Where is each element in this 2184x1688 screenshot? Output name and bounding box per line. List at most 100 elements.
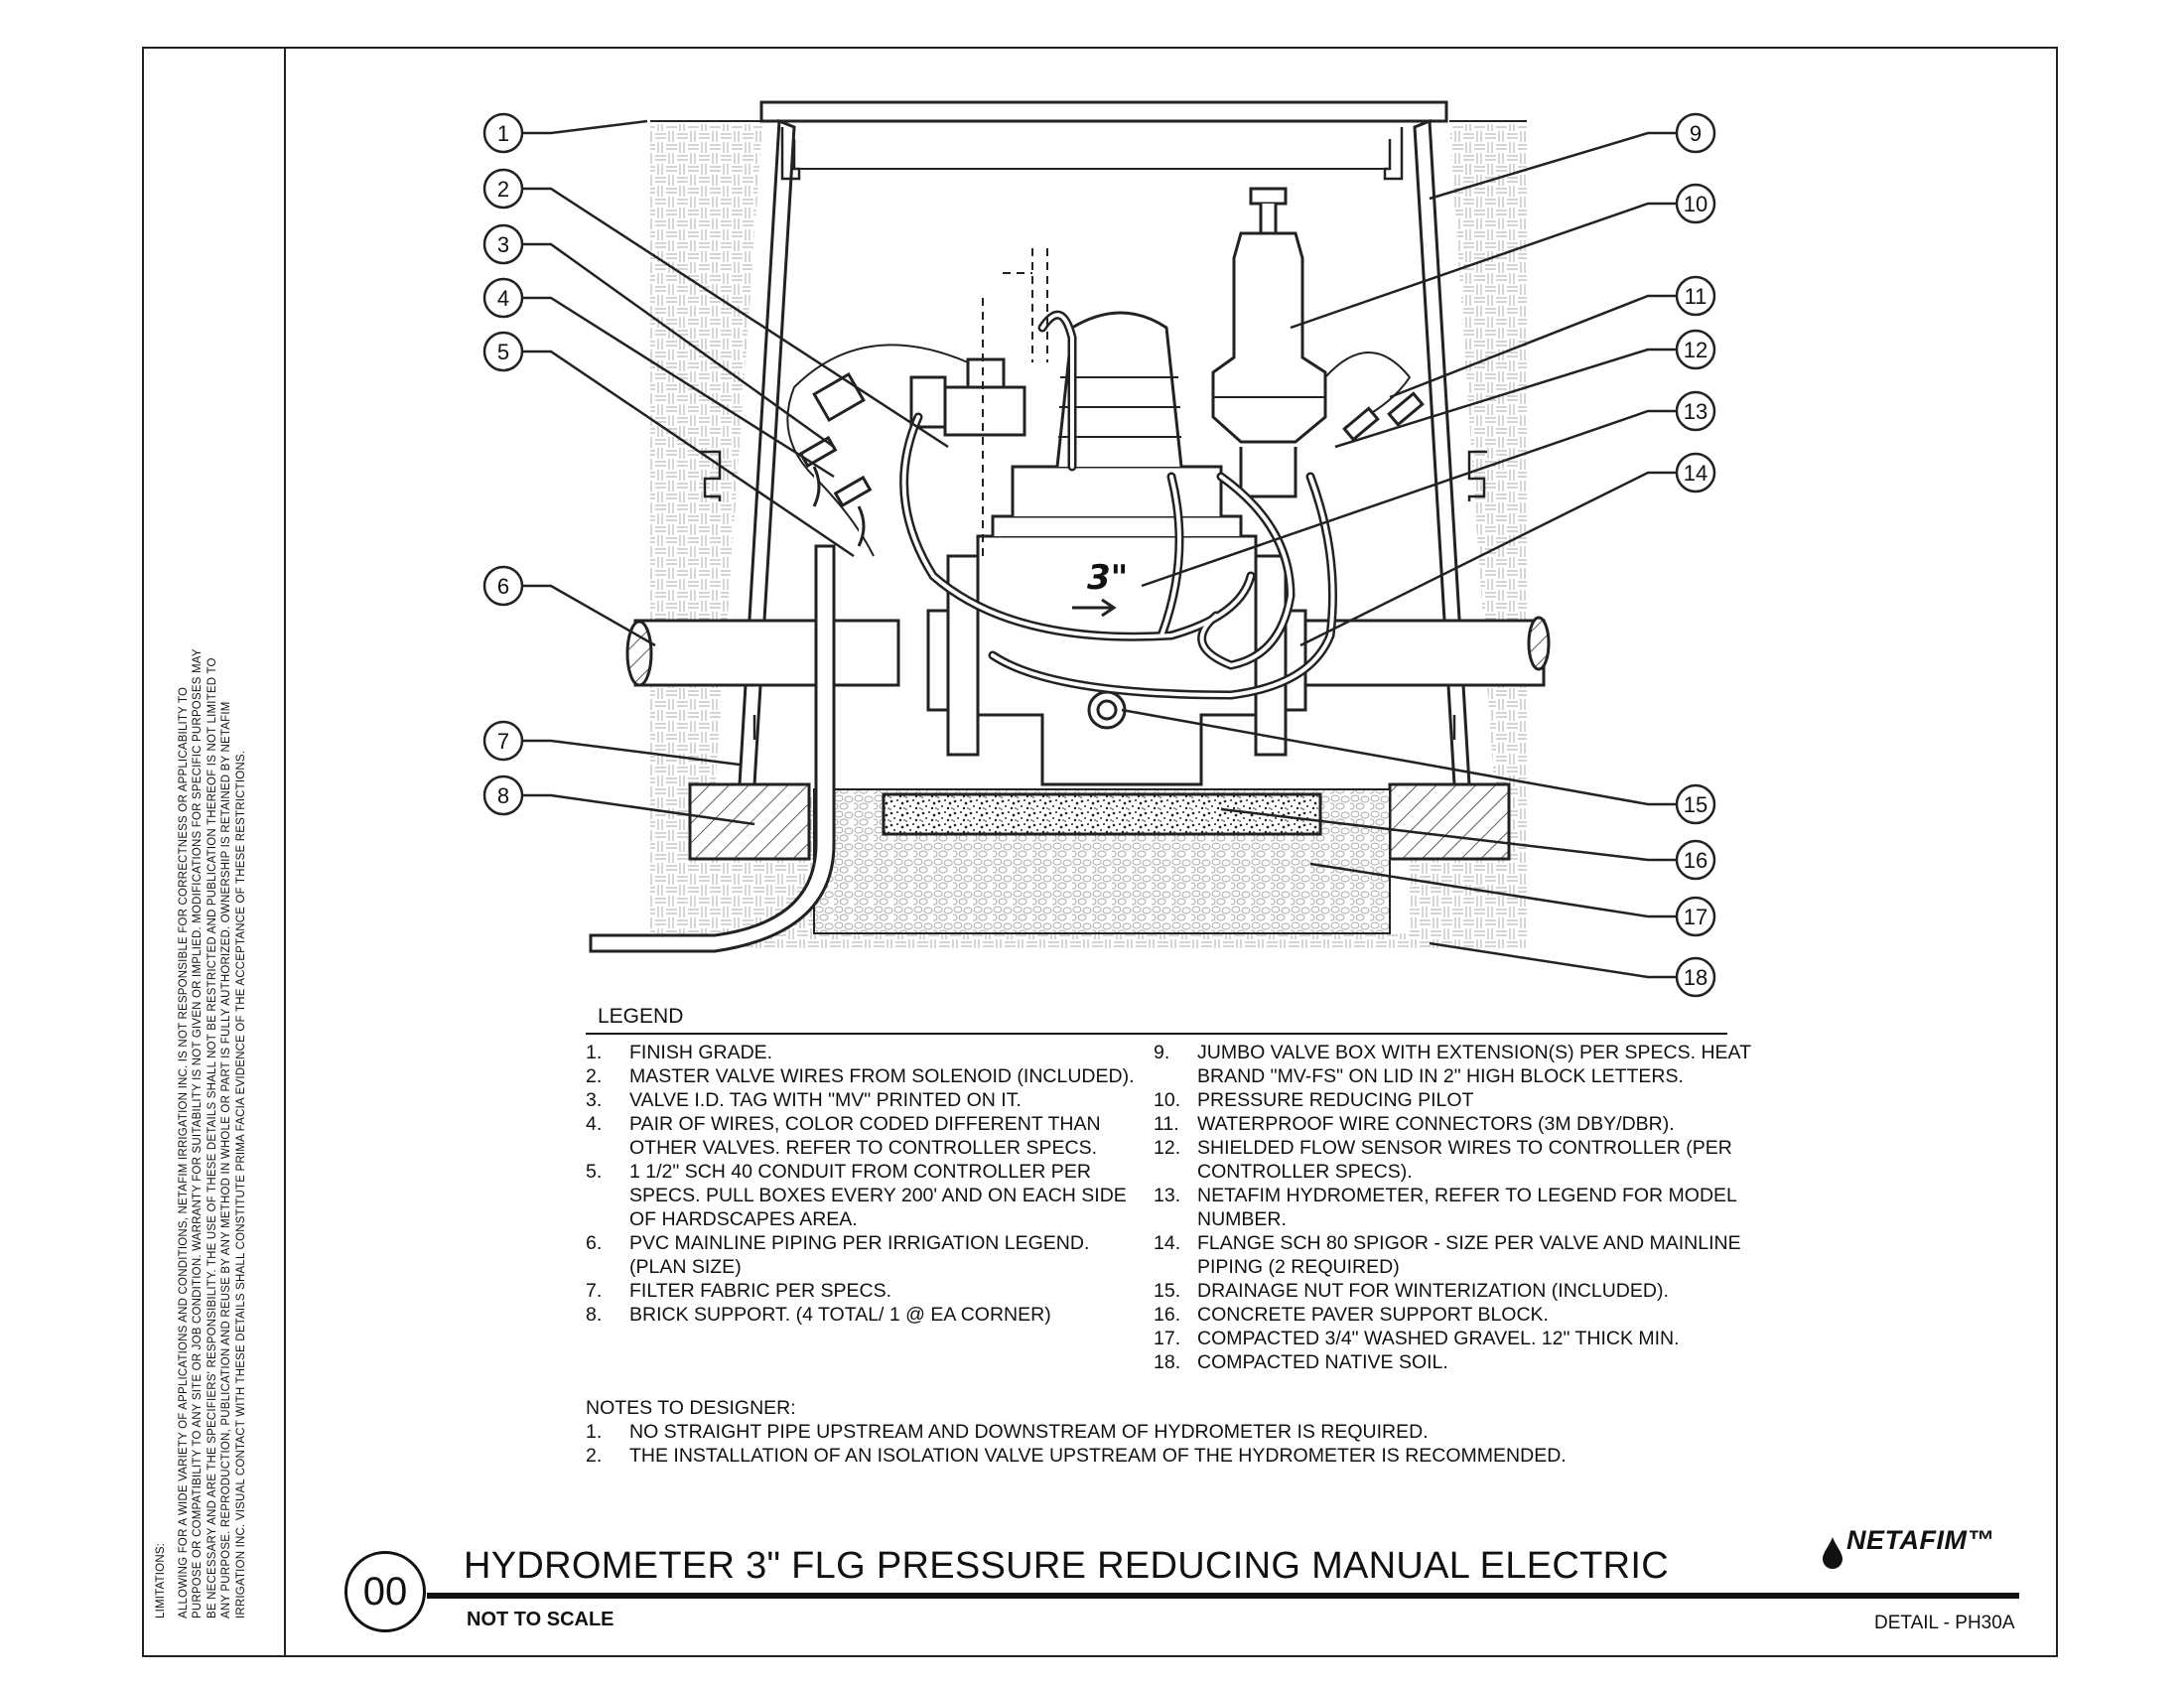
legend-item-text: COMPACTED 3/4" WASHED GRAVEL. 12" THICK … xyxy=(1197,1328,1680,1349)
legend-item: 2. MASTER VALVE WIRES FROM SOLENOID (INCL… xyxy=(586,1064,1152,1088)
legend-item-number: 10. xyxy=(1154,1089,1181,1111)
notes-title: NOTES TO DESIGNER: xyxy=(586,1397,796,1419)
svg-text:8: 8 xyxy=(497,783,509,808)
legend-item-text: PVC MAINLINE PIPING PER IRRIGATION LEGEN… xyxy=(629,1232,1090,1278)
legend-item: 8.BRICK SUPPORT. (4 TOTAL/ 1 @ EA CORNER… xyxy=(586,1303,1152,1327)
legend-item: 5. 1 1/2" SCH 40 CONDUIT FROM CONTROLLER … xyxy=(586,1160,1152,1231)
pressure-reducing-pilot xyxy=(1211,187,1327,498)
legend-item: 7. FILTER FABRIC PER SPECS. xyxy=(586,1279,1152,1303)
note-text: THE INSTALLATION OF AN ISOLATION VALVE U… xyxy=(629,1445,1567,1467)
note-text: NO STRAIGHT PIPE UPSTREAM AND DOWNSTREAM… xyxy=(629,1421,1429,1443)
drawing-title: HYDROMETER 3" FLG PRESSURE REDUCING MANU… xyxy=(464,1545,1670,1587)
svg-text:7: 7 xyxy=(497,729,509,754)
legend-item: 3. VALVE I.D. TAG WITH "MV" PRINTED ON IT… xyxy=(586,1088,1152,1112)
legend-item-number: 16. xyxy=(1154,1304,1181,1326)
callout-18: 18 xyxy=(1675,956,1716,998)
legend-item: 17. COMPACTED 3/4" WASHED GRAVEL. 12" THI… xyxy=(1154,1327,1789,1350)
legend-item-text: WATERPROOF WIRE CONNECTORS (3M DBY/DBR). xyxy=(1197,1113,1675,1135)
legend-item-text: FLANGE SCH 80 SPIGOR - SIZE PER VALVE AN… xyxy=(1197,1232,1741,1278)
legend-item-number: 13. xyxy=(1154,1185,1181,1206)
legend-item: 15. DRAINAGE NUT FOR WINTERIZATION (INCLU… xyxy=(1154,1279,1789,1303)
svg-text:16: 16 xyxy=(1684,848,1707,873)
water-drop-icon xyxy=(1823,1537,1843,1569)
svg-text:13: 13 xyxy=(1684,399,1707,424)
callout-16: 16 xyxy=(1675,839,1716,881)
legend-item-number: 7. xyxy=(586,1280,603,1302)
callout-8: 8 xyxy=(482,774,524,816)
legend-item-number: 14. xyxy=(1154,1232,1181,1254)
legend-item-number: 3. xyxy=(586,1089,603,1111)
legend-right-column: 9. JUMBO VALVE BOX WITH EXTENSION(S) PER … xyxy=(1154,1041,1789,1374)
svg-text:11: 11 xyxy=(1685,284,1707,309)
wire-connectors xyxy=(798,391,1425,547)
legend-item: 10. PRESSURE REDUCING PILOT xyxy=(1154,1088,1789,1112)
svg-text:9: 9 xyxy=(1690,121,1702,146)
legend-item-text: 1 1/2" SCH 40 CONDUIT FROM CONTROLLER PE… xyxy=(629,1161,1127,1230)
legend-item-text: DRAINAGE NUT FOR WINTERIZATION (INCLUDED… xyxy=(1197,1280,1669,1302)
legend-item-number: 6. xyxy=(586,1232,603,1254)
legend-divider xyxy=(586,1033,1727,1035)
legend-item: 13.NETAFIM HYDROMETER, REFER TO LEGEND F… xyxy=(1154,1184,1789,1231)
callout-10: 10 xyxy=(1675,183,1716,224)
valve-id-tag xyxy=(812,371,866,423)
callout-17: 17 xyxy=(1675,896,1716,937)
legend-item-text: SHIELDED FLOW SENSOR WIRES TO CONTROLLER… xyxy=(1197,1137,1732,1183)
legend-item-text: VALVE I.D. TAG WITH "MV" PRINTED ON IT. xyxy=(629,1089,1022,1111)
legend-item-text: FINISH GRADE. xyxy=(629,1042,773,1063)
callout-bubbles: 1 2 3 4 5 6 7 8 9 10 11 12 13 14 15 16 1… xyxy=(482,112,1716,998)
svg-text:4: 4 xyxy=(497,286,509,311)
callout-13: 13 xyxy=(1675,390,1716,432)
legend-item: 6. PVC MAINLINE PIPING PER IRRIGATION LEG… xyxy=(586,1231,1152,1279)
drawing-sheet-border xyxy=(142,47,2058,1657)
legend-title: LEGEND xyxy=(598,1005,684,1028)
note-number: 2. xyxy=(586,1445,603,1467)
svg-text:10: 10 xyxy=(1684,192,1707,216)
legend-item-number: 9. xyxy=(1154,1042,1170,1063)
callout-3: 3 xyxy=(482,223,524,265)
flow-arrow xyxy=(1072,598,1117,618)
legend-item-number: 17. xyxy=(1154,1328,1181,1349)
scale-note: NOT TO SCALE xyxy=(467,1609,614,1630)
legend-item-number: 4. xyxy=(586,1113,603,1135)
native-soil xyxy=(650,124,1527,948)
legend-item-text: PAIR OF WIRES, COLOR CODED DIFFERENT THA… xyxy=(629,1113,1101,1159)
callout-5: 5 xyxy=(482,331,524,372)
note-number: 1. xyxy=(586,1421,603,1443)
legend-item-text: BRICK SUPPORT. (4 TOTAL/ 1 @ EA CORNER) xyxy=(629,1304,1051,1326)
legend-item: 14. FLANGE SCH 80 SPIGOR - SIZE PER VALVE… xyxy=(1154,1231,1789,1279)
sidebar-divider xyxy=(284,47,286,1657)
svg-text:5: 5 xyxy=(497,340,509,364)
callout-14: 14 xyxy=(1675,452,1716,493)
note-item: 2. THE INSTALLATION OF AN ISOLATION VALVE… xyxy=(586,1444,1578,1468)
svg-text:6: 6 xyxy=(497,574,509,599)
legend-item: 4. PAIR OF WIRES, COLOR CODED DIFFERENT T… xyxy=(586,1112,1152,1160)
legend-item-text: PRESSURE REDUCING PILOT xyxy=(1197,1089,1474,1111)
brand-logo: NETAFIM™ xyxy=(1846,1525,1994,1555)
wires xyxy=(786,248,1412,557)
leader-lines xyxy=(522,119,1676,979)
legend-item-number: 2. xyxy=(586,1065,603,1087)
legend-item-text: COMPACTED NATIVE SOIL. xyxy=(1197,1351,1448,1373)
callout-9: 9 xyxy=(1675,112,1716,154)
conduit xyxy=(589,544,836,953)
callout-6: 6 xyxy=(482,565,524,607)
legend-item-number: 12. xyxy=(1154,1137,1181,1159)
detail-number-bubble: 00 xyxy=(344,1551,426,1632)
legend-item-number: 18. xyxy=(1154,1351,1181,1373)
legend-item: 16. CONCRETE PAVER SUPPORT BLOCK. xyxy=(1154,1303,1789,1327)
legend-item: 1.FINISH GRADE. xyxy=(586,1041,1152,1064)
svg-text:2: 2 xyxy=(497,177,509,202)
legend-item-text: MASTER VALVE WIRES FROM SOLENOID (INCLUD… xyxy=(629,1065,1135,1087)
callout-15: 15 xyxy=(1675,783,1716,825)
legend-item: 11.WATERPROOF WIRE CONNECTORS (3M DBY/DB… xyxy=(1154,1112,1789,1136)
legend-item-text: JUMBO VALVE BOX WITH EXTENSION(S) PER SP… xyxy=(1197,1042,1751,1087)
callout-2: 2 xyxy=(482,168,524,210)
legend-item-text: CONCRETE PAVER SUPPORT BLOCK. xyxy=(1197,1304,1549,1326)
hydrometer-valve xyxy=(926,311,1307,786)
legend-item-number: 15. xyxy=(1154,1280,1181,1302)
legend-item: 18. COMPACTED NATIVE SOIL. xyxy=(1154,1350,1789,1374)
legend-left-column: 1.FINISH GRADE. 2. MASTER VALVE WIRES FRO… xyxy=(586,1041,1152,1327)
legend-item-text: FILTER FABRIC PER SPECS. xyxy=(629,1280,892,1302)
legend-item-number: 5. xyxy=(586,1161,603,1183)
